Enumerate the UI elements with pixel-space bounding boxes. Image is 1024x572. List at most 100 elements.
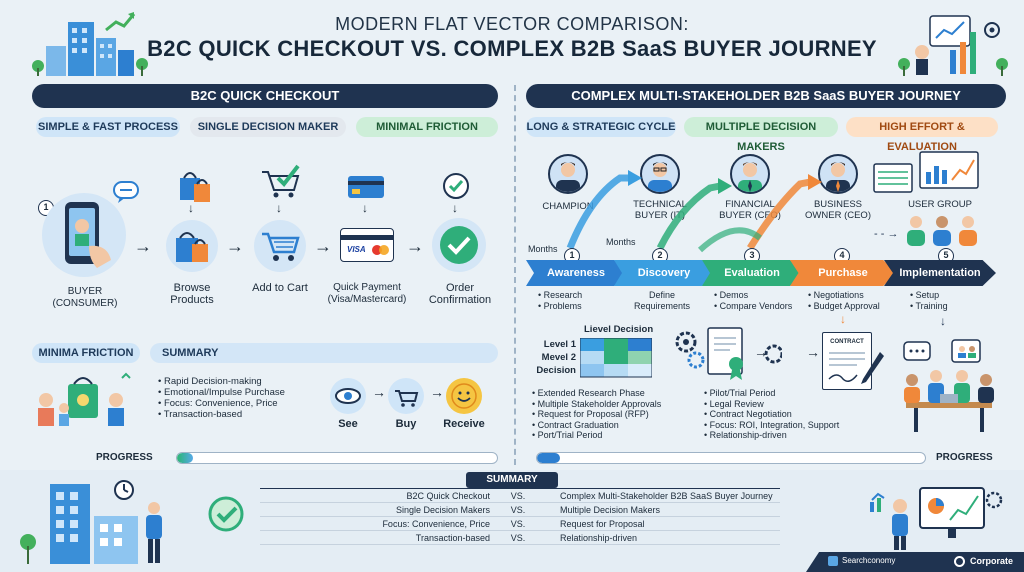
- b2c-banner: B2C QUICK CHECKOUT: [32, 84, 498, 108]
- journey-flow-arrows: [566, 170, 822, 253]
- b2b-progress-label: PROGRESS: [936, 452, 993, 463]
- b2b-bullet: Contract Negotiation: [704, 409, 839, 420]
- stage-implementation: Implementation: [884, 260, 996, 286]
- team-meeting-icon: [903, 339, 994, 432]
- check-badge-icon: [443, 173, 469, 199]
- b2c-pill-simple: SIMPLE & FAST PROCESS: [36, 117, 180, 137]
- corporate-logo-icon: [954, 556, 965, 567]
- office-building-icon: [20, 480, 244, 564]
- decision-matrix-grid: [580, 338, 652, 378]
- brand-bar: Searchconomy Corporate: [806, 552, 1024, 572]
- section-divider: [514, 85, 516, 465]
- gears-document-icon: [675, 327, 782, 380]
- stage-purchase: Purchase: [790, 260, 896, 286]
- arrow-icon: →: [314, 236, 332, 256]
- summary-right: Relationship-driven: [560, 533, 638, 543]
- mini-flow-see: See: [338, 418, 358, 430]
- summary-vs: VS.: [510, 533, 526, 543]
- arrow-icon: →: [372, 384, 386, 400]
- eye-icon: [330, 378, 366, 414]
- arrow-icon: →: [430, 384, 444, 400]
- stage-details-implementation: Setup Training: [910, 290, 948, 312]
- summary-vs: VS.: [510, 519, 526, 529]
- summary-vs: VS.: [510, 505, 526, 515]
- b2b-pill-long: LONG & STRATEGIC CYCLE: [526, 117, 676, 137]
- down-arrow-icon: ↓: [840, 312, 846, 326]
- analytics-presenter-icon: [870, 487, 1003, 550]
- matrix-row-label: Mevel 2: [541, 352, 576, 363]
- down-arrow-icon: ↓: [276, 201, 282, 215]
- b2c-bullet: Focus: Convenience, Price: [158, 398, 285, 409]
- b2c-bullet: Emotional/Impulse Purchase: [158, 387, 285, 398]
- b2b-bullet: Port/Trial Period: [532, 430, 661, 441]
- visa-logo: VISA: [347, 245, 366, 254]
- stage-detail: Define: [648, 290, 675, 300]
- summary-left: Single Decision Makers: [395, 505, 490, 515]
- summary-left: Transaction-based: [415, 533, 490, 543]
- arrow-icon: →: [406, 236, 424, 256]
- summary-row: Single Decision Makers VS. Multiple Deci…: [260, 503, 780, 517]
- dashboard-screens-icon: [873, 151, 979, 193]
- stage-detail: Training: [910, 301, 948, 312]
- stage-detail: Research: [538, 290, 583, 301]
- summary-vs: VS.: [510, 491, 526, 501]
- summary-row: Transaction-based VS. Relationship-drive…: [260, 531, 780, 545]
- contract-lines-icon: [828, 352, 865, 382]
- summary-table: B2C Quick Checkout VS. Complex Multi-Sta…: [260, 488, 780, 548]
- chat-bubble-icon: [113, 181, 139, 203]
- payment-card: VISA: [340, 228, 394, 262]
- summary-title: SUMMARY: [466, 472, 558, 488]
- credit-card-icon: [348, 176, 384, 198]
- header-subtitle: MODERN FLAT VECTOR COMPARISON:: [335, 14, 689, 34]
- financial-buyer-avatar: [730, 154, 770, 194]
- champion-avatar: [548, 154, 588, 194]
- brand-corporate: Corporate: [970, 556, 1014, 566]
- stage-evaluation: Evaluation: [702, 260, 802, 286]
- add-to-cart-icon: [254, 220, 306, 272]
- stakeholder-label: FINANCIAL BUYER (CFO): [719, 199, 781, 221]
- stage-awareness: Awareness: [526, 260, 626, 286]
- step-label-payment: Quick Payment (Visa/Mastercard): [327, 282, 407, 305]
- b2b-bullet: Relationship-driven: [704, 430, 839, 441]
- mastercard-logo: [372, 245, 389, 255]
- b2b-bullet: Focus: ROI, Integration, Support: [704, 420, 840, 431]
- dashed-arrow-icon: - - →: [874, 228, 899, 240]
- b2c-bullet: Transaction-based: [158, 409, 285, 420]
- b2c-bullet: Rapid Decision-making: [158, 376, 285, 387]
- pen-icon: [861, 352, 884, 384]
- b2b-bullet-list-right: Pilot/Trial Period Legal Review Contract…: [704, 388, 840, 441]
- searchconomy-logo-icon: [828, 556, 838, 566]
- city-buildings-icon: [32, 12, 148, 76]
- stage-details-evaluation: Demos Compare Vendors: [714, 290, 793, 312]
- b2c-summary-pill: SUMMARY: [150, 343, 498, 363]
- analytics-dashboard-icon: [898, 15, 1008, 76]
- stage-details-purchase: Negotiations Budget Approval: [808, 290, 880, 312]
- stakeholder-label: USER GROUP: [908, 199, 972, 210]
- b2b-bullet: Multiple Stakeholder Approvals: [532, 399, 662, 410]
- summary-left: Focus: Convenience, Price: [382, 519, 490, 529]
- matrix-row-label: Decision: [536, 365, 576, 376]
- b2b-bullet: Pilot/Trial Period: [704, 388, 839, 399]
- stage-discovery: Discovery: [614, 260, 714, 286]
- b2b-bullet-list-left: Extended Research Phase Multiple Stakeho…: [532, 388, 662, 441]
- b2b-bullet: Extended Research Phase: [532, 388, 661, 399]
- cart-check-icon: [262, 164, 300, 198]
- stage-details-awareness: Research Problems: [538, 290, 583, 312]
- summary-row: Focus: Convenience, Price VS. Request fo…: [260, 517, 780, 531]
- summary-left: B2C Quick Checkout: [406, 491, 490, 501]
- months-label: Months: [528, 244, 558, 254]
- down-arrow-icon: ↓: [452, 201, 458, 215]
- basket-icon: [388, 378, 424, 414]
- stakeholder-label: BUSINESS OWNER (CEO): [805, 199, 871, 221]
- b2c-progress-bar: [176, 452, 498, 464]
- stage-detail: Negotiations: [808, 290, 880, 301]
- matrix-title: Lievel Decision: [584, 324, 654, 335]
- stage-detail: Requirements: [633, 301, 691, 311]
- step-label-cart: Add to Cart: [252, 282, 308, 294]
- page-title: B2C QUICK CHECKOUT VS. COMPLEX B2B SaaS …: [147, 36, 877, 61]
- b2b-pill-effort: HIGH EFFORT & EVALUATION: [846, 117, 998, 153]
- summary-right: Multiple Decision Makers: [560, 505, 661, 515]
- shopping-bags-icon: [180, 172, 210, 202]
- down-arrow-icon: ↓: [362, 201, 368, 215]
- step-label-buyer: BUYER (CONSUMER): [52, 286, 118, 309]
